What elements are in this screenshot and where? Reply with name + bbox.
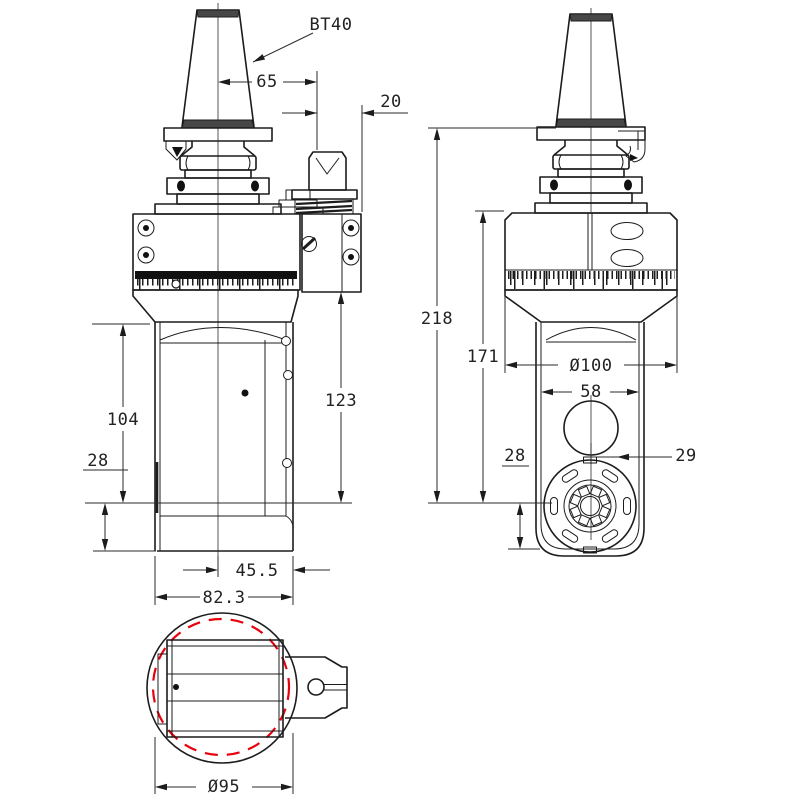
flange-hole-right [251,180,259,192]
dim-218-label: 218 [421,309,453,329]
clamp-slot [610,222,644,240]
scale-band [135,271,297,279]
bottom-dimensions: Ø95 [154,733,294,797]
slot-screw [301,236,317,252]
dim-65-label: 65 [256,72,277,92]
front-stop-bolt [272,151,358,215]
scale-zero-marker [171,279,181,289]
swing-envelope-circle [146,612,298,764]
dim-20-label: 20 [380,92,401,112]
stop-bolt-head [308,151,347,191]
housing-screw [137,219,155,237]
bottom-body [157,639,284,738]
front-view: BT40 65 20 104 [83,3,408,608]
spring-washer [294,198,354,215]
spindle-tab [583,546,597,554]
stop-pin-hole [307,678,325,696]
collet-nut-teeth [569,485,611,527]
dim-95-label: Ø95 [208,777,240,797]
dim-100-label: Ø100 [570,356,613,376]
dim-45-5-label: 45.5 [236,561,279,581]
side-hole [282,458,292,468]
block-screw [342,248,360,266]
clamp-slot [610,249,644,267]
side-hole [281,336,291,346]
bottom-stop-tab [285,656,348,719]
side-hole [283,370,293,380]
rotation-diameter-dashed [151,617,291,757]
dim-123-label: 123 [325,391,357,411]
housing-screw [137,246,155,264]
dim-82-3-label: 82.3 [203,588,246,608]
front-dimensions: BT40 65 20 104 [83,15,408,608]
spindle-face [543,456,637,554]
spindle-slots [550,469,631,543]
spindle-tab [583,456,597,464]
front-stop-block [301,213,362,293]
side-view: 218 171 Ø100 58 [421,8,696,557]
dim-28-side-label: 28 [504,446,525,466]
side-housing [504,212,678,291]
dim-171-label: 171 [467,347,499,367]
side-dimensions: 218 171 Ø100 58 [421,127,696,550]
bottom-view: Ø95 [146,612,348,797]
dim-104-label: 104 [107,410,139,430]
front-housing [132,213,301,291]
flange-hole-left [177,180,185,192]
body-dot [173,684,179,690]
front-taper-cone [181,9,255,129]
front-body [132,289,299,552]
dim-28-front-label: 28 [87,451,108,471]
dim-29-label: 29 [675,446,696,466]
dim-58-label: 58 [580,382,601,402]
block-screw [342,219,360,237]
body-dot [241,389,249,397]
dim-bt40-label: BT40 [310,15,353,35]
